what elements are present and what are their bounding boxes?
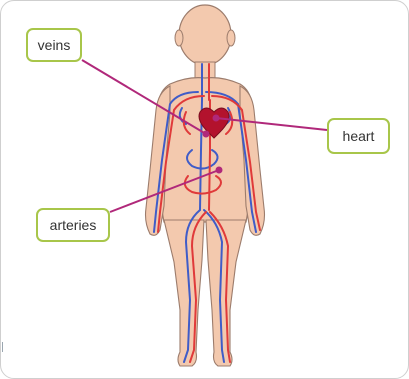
label-arteries: arteries [36, 208, 110, 242]
leader-dot-veins [204, 132, 209, 137]
head [179, 5, 231, 65]
side-mark [2, 342, 8, 352]
leg-left [164, 220, 204, 366]
label-veins-text: veins [38, 37, 71, 53]
ear-left [175, 30, 183, 46]
torso [156, 78, 254, 222]
label-heart-text: heart [343, 128, 375, 144]
label-heart: heart [327, 118, 390, 154]
leader-dot-arteries [217, 168, 222, 173]
ear-right [227, 30, 235, 46]
label-veins: veins [26, 28, 82, 62]
leader-dot-heart [214, 116, 219, 121]
label-arteries-text: arteries [50, 217, 97, 233]
